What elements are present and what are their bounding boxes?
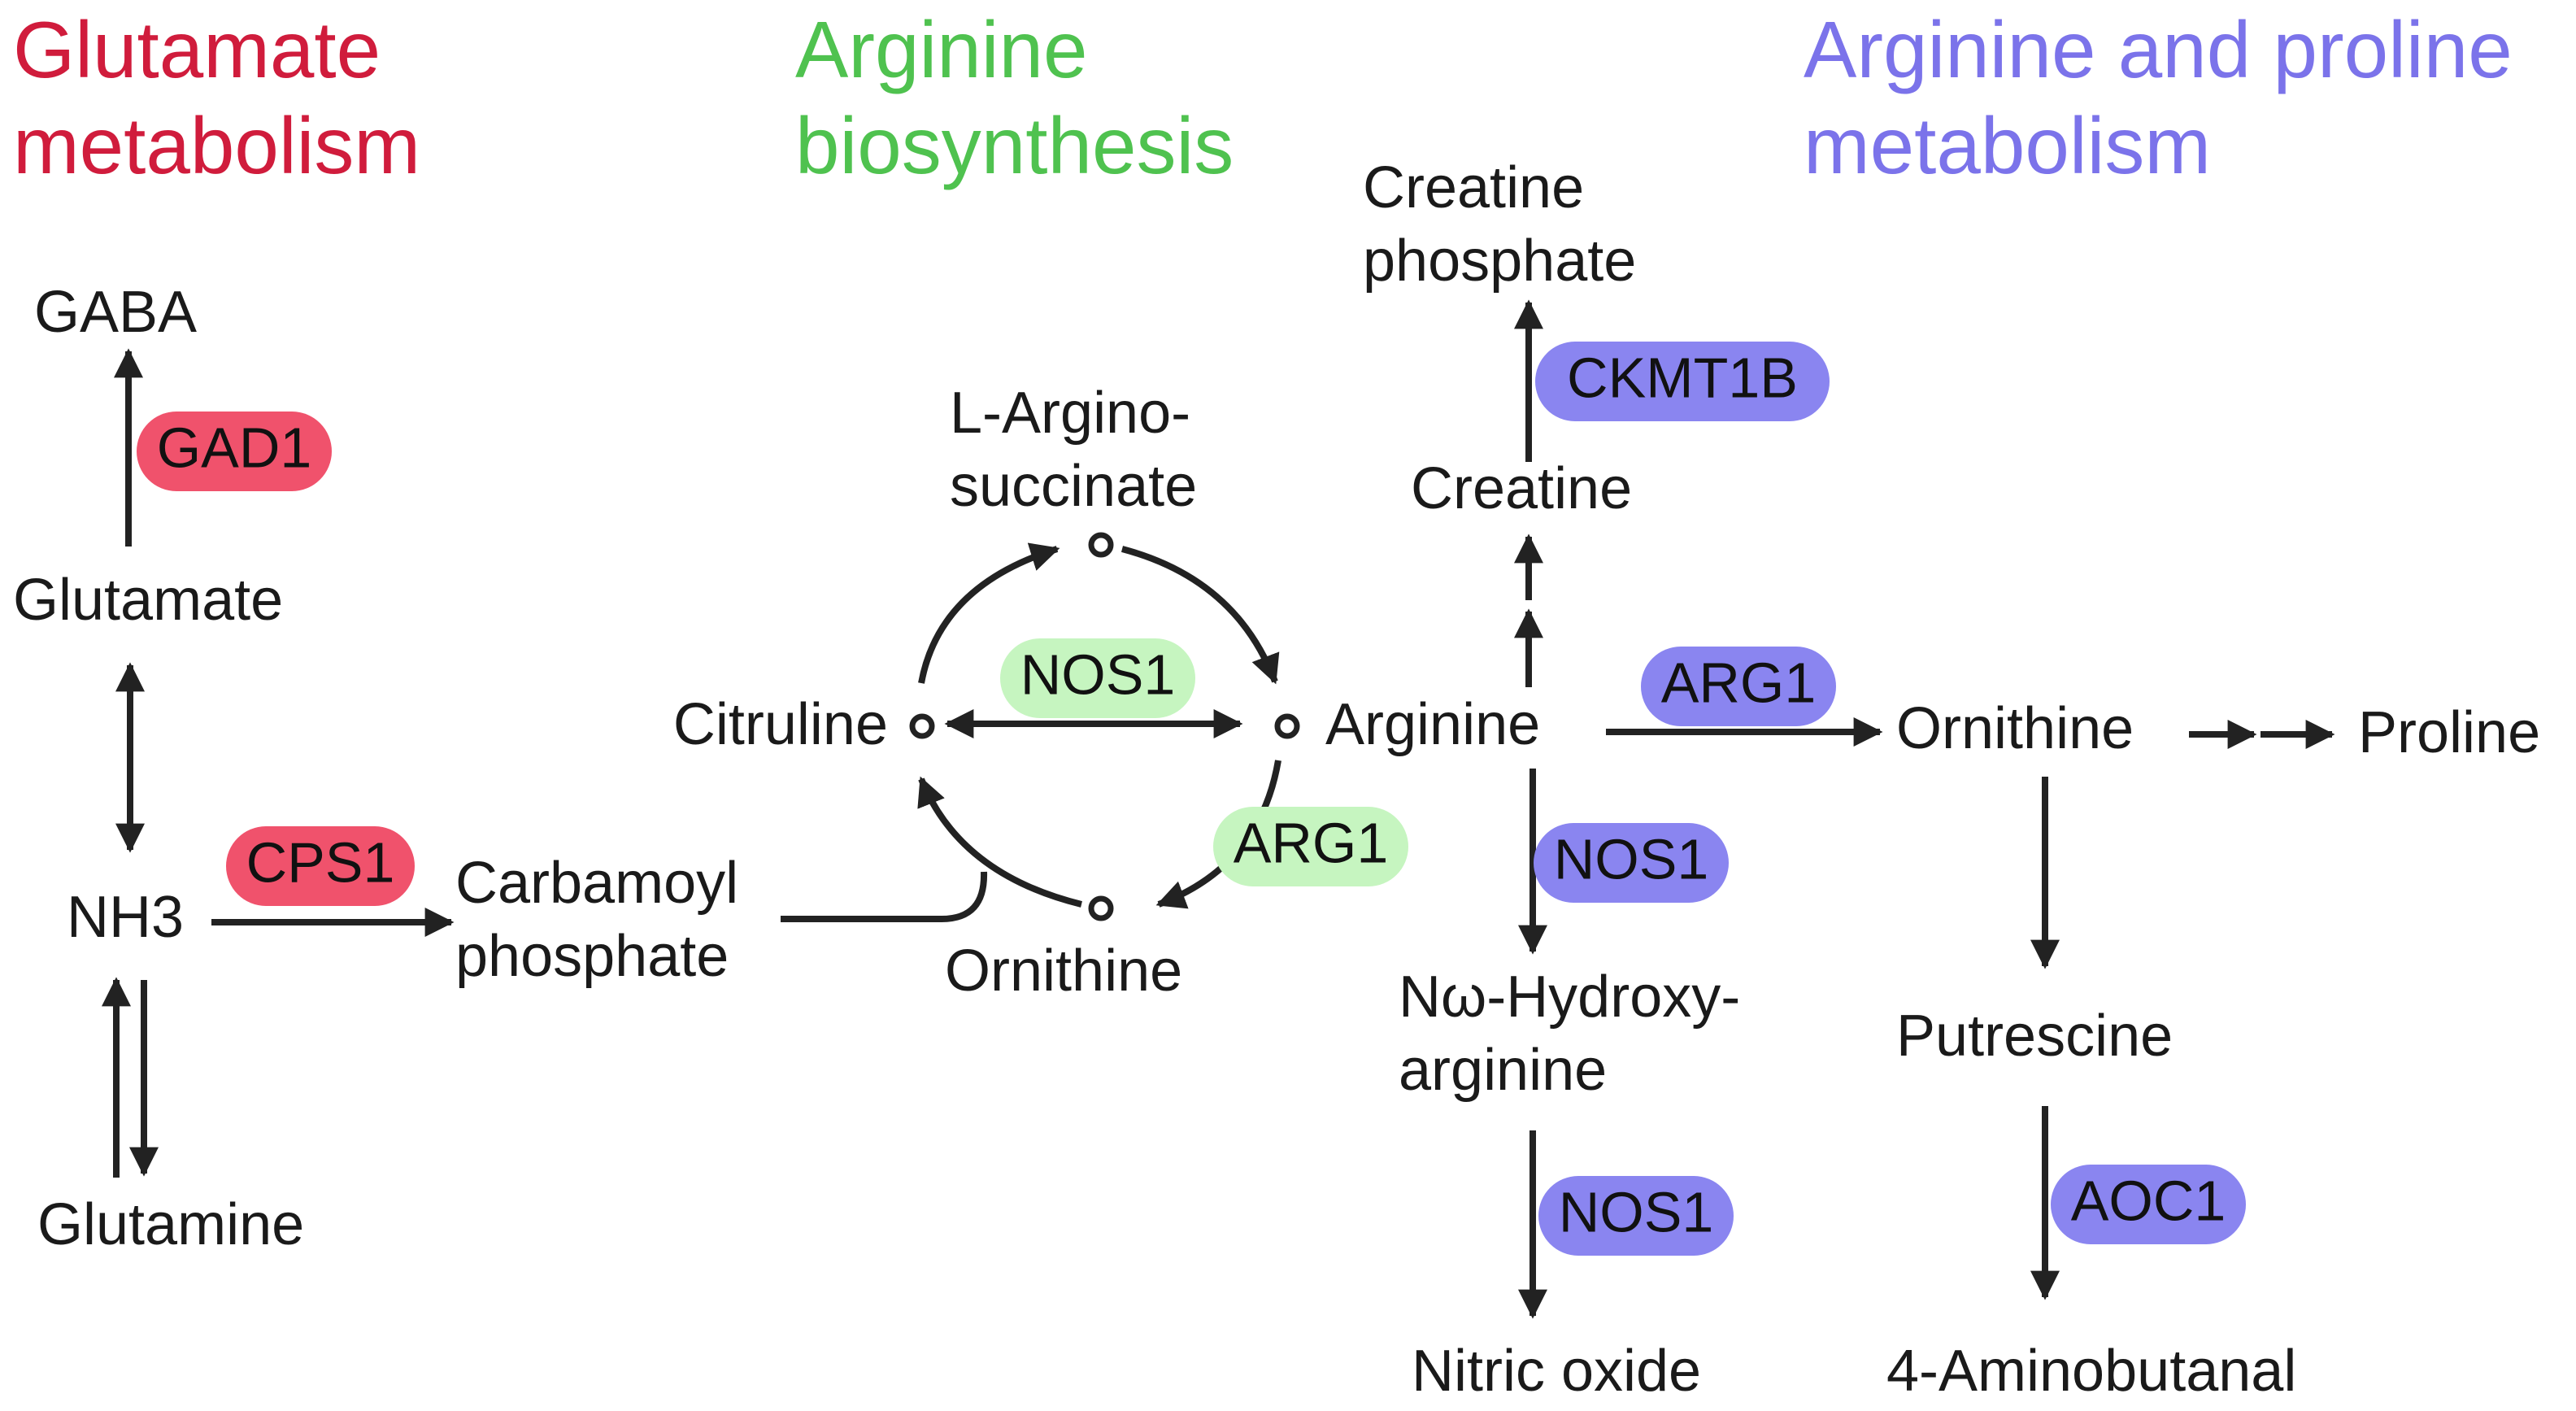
metabolite-label-line: arginine xyxy=(1399,1038,1607,1103)
enzyme-pill-background xyxy=(1000,638,1195,718)
enzyme-pill-cps1: CPS1 xyxy=(226,826,415,906)
enzyme-label: GAD1 xyxy=(157,416,312,479)
enzyme-pill-background xyxy=(1641,647,1836,726)
node-ornithine xyxy=(1088,895,1114,921)
enzyme-label: NOS1 xyxy=(1559,1180,1714,1243)
section-title-arginine-biosynthesis: Arginine biosynthesis xyxy=(795,5,1234,190)
node-argininosuccinate xyxy=(1088,532,1114,558)
enzyme-label: CKMT1B xyxy=(1567,346,1798,409)
enzyme-label: CPS1 xyxy=(246,830,395,894)
enzyme-label: AOC1 xyxy=(2071,1169,2226,1232)
metabolite-label-line: phosphate xyxy=(1363,229,1636,294)
metabolite-label-line: Creatine xyxy=(1363,155,1584,220)
enzyme-pill-arg1-cycle: ARG1 xyxy=(1213,807,1408,886)
section-title-line: metabolism xyxy=(13,101,420,190)
metabolite-glutamate: Glutamate xyxy=(13,568,283,633)
enzyme-pill-background xyxy=(226,826,415,906)
arrow-carbamoyl-phosphate-merge xyxy=(781,871,988,922)
section-title-line: metabolism xyxy=(1804,101,2211,190)
metabolite-label-line: succinate xyxy=(950,454,1197,519)
enzyme-label: ARG1 xyxy=(1234,811,1389,874)
node-arginine xyxy=(1274,713,1300,739)
section-title-line: Glutamate xyxy=(13,5,381,94)
enzyme-pill-nos1-cycle: NOS1 xyxy=(1000,638,1195,718)
metabolite-creatine: Creatine xyxy=(1411,456,1632,521)
metabolite-aminobutanal: 4-Aminobutanal xyxy=(1886,1339,2296,1404)
metabolite-citruline: Citruline xyxy=(673,692,888,757)
metabolite-label-line: phosphate xyxy=(455,924,729,989)
metabolite-label-line: Nω-Hydroxy- xyxy=(1399,965,1740,1030)
metabolite-putrescine: Putrescine xyxy=(1896,1004,2173,1069)
enzyme-pill-ckmt1b: CKMT1B xyxy=(1535,342,1830,421)
section-title-arginine-proline-metabolism: Arginine and proline metabolism xyxy=(1804,5,2513,190)
enzyme-pill-aoc1: AOC1 xyxy=(2051,1165,2246,1244)
arrow-ornithine-to-citruline xyxy=(917,776,1082,908)
enzyme-label: NOS1 xyxy=(1554,827,1709,891)
enzyme-pill-gad1: GAD1 xyxy=(137,412,332,491)
enzyme-label: ARG1 xyxy=(1661,651,1817,714)
metabolite-argininosuccinate: L-Argino- succinate xyxy=(950,381,1197,519)
enzyme-pill-background xyxy=(1538,1176,1734,1256)
enzyme-pill-nos1-a: NOS1 xyxy=(1534,823,1729,903)
section-title-glutamate-metabolism: Glutamate metabolism xyxy=(13,5,420,190)
metabolite-arginine: Arginine xyxy=(1325,692,1540,757)
enzyme-pill-background xyxy=(2051,1165,2246,1244)
metabolite-hydroxyarginine: Nω-Hydroxy- arginine xyxy=(1399,965,1740,1103)
metabolite-glutamine: Glutamine xyxy=(37,1192,304,1257)
enzyme-pill-background xyxy=(137,412,332,491)
section-title-line: biosynthesis xyxy=(795,101,1234,190)
section-title-line: Arginine xyxy=(795,5,1088,94)
node-citruline xyxy=(909,713,935,739)
enzyme-pill-background xyxy=(1535,342,1830,421)
metabolite-gaba: GABA xyxy=(34,280,197,345)
metabolite-label-line: L-Argino- xyxy=(950,381,1190,446)
metabolite-label-line: Carbamoyl xyxy=(455,851,738,916)
arrow-citruline-to-argininosuccinate xyxy=(918,542,1060,684)
enzyme-pill-nos1-b: NOS1 xyxy=(1538,1176,1734,1256)
enzyme-pill-background xyxy=(1534,823,1729,903)
metabolite-carbamoyl-phosphate: Carbamoyl phosphate xyxy=(455,851,738,989)
metabolite-ornithine: Ornithine xyxy=(1896,696,2134,761)
enzyme-label: NOS1 xyxy=(1020,642,1176,706)
metabolite-nitric-oxide: Nitric oxide xyxy=(1412,1339,1701,1404)
enzyme-pill-arg1: ARG1 xyxy=(1641,647,1836,726)
arrow-argininosuccinate-to-arginine xyxy=(1120,546,1280,685)
metabolite-ornithine-cycle: Ornithine xyxy=(945,938,1182,1004)
enzyme-pill-background xyxy=(1213,807,1408,886)
metabolite-proline: Proline xyxy=(2358,700,2540,765)
section-title-line: Arginine and proline xyxy=(1804,5,2513,94)
metabolite-nh3: NH3 xyxy=(67,885,184,950)
metabolite-creatine-phosphate: Creatine phosphate xyxy=(1363,155,1636,294)
